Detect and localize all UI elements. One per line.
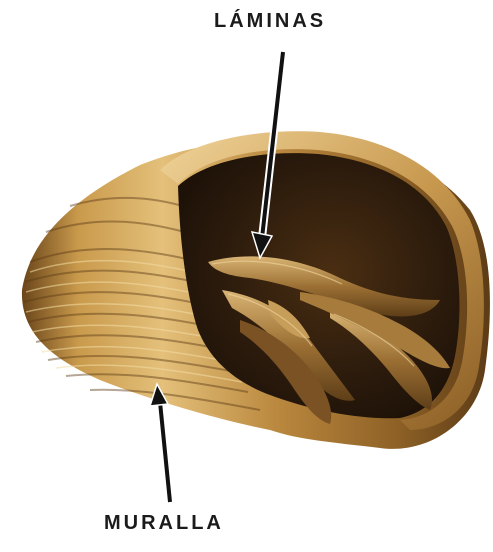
label-laminas: LÁMINAS xyxy=(214,10,326,33)
label-muralla: MURALLA xyxy=(104,512,224,535)
arrow-up-icon xyxy=(150,384,170,502)
